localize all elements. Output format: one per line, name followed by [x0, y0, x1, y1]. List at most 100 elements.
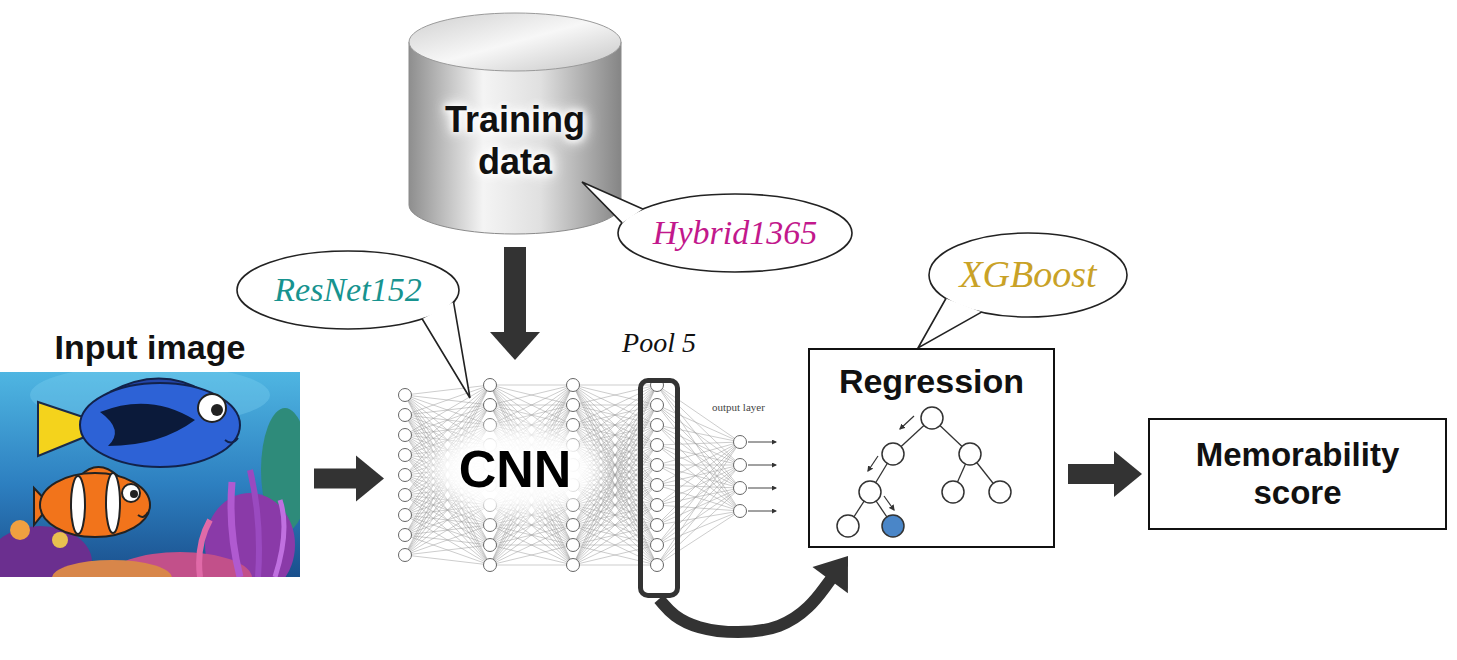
network-weight: [405, 385, 490, 395]
neuron: [651, 479, 664, 492]
network-weight: [573, 485, 657, 565]
network-graphic: [399, 379, 777, 572]
box-title: Memorability score: [1165, 436, 1430, 512]
dataset-name: Hybrid1365: [653, 213, 817, 252]
arrow-head: [812, 556, 848, 593]
network-weight: [405, 555, 490, 565]
tree-node: [837, 515, 859, 537]
network-weight: [657, 442, 740, 485]
neuron: [651, 499, 664, 512]
layer-caption: output layer: [710, 401, 767, 414]
network-weight: [657, 488, 740, 545]
input-photo-part: [52, 560, 172, 577]
network-weight: [573, 385, 657, 425]
neuron: [651, 519, 664, 532]
output-box: Memorability score: [1148, 418, 1447, 530]
network-weight: [405, 525, 490, 555]
tree-node: [959, 443, 981, 465]
neuron: [399, 509, 412, 522]
network-weight: [405, 545, 490, 555]
cylinder-top: [409, 13, 621, 71]
tree-node: [882, 515, 904, 537]
network-weight: [490, 525, 573, 565]
callout-tail: [422, 302, 470, 398]
neuron: [484, 559, 497, 572]
neuron: [567, 539, 580, 552]
layer-highlight: Pool 5: [638, 378, 680, 598]
input-photo-part: [122, 484, 140, 502]
callout-bubble: XGBoost: [928, 232, 1128, 318]
network-weight: [657, 465, 740, 488]
flow-arrow: [1068, 451, 1142, 497]
network-weight: [657, 405, 740, 488]
network-weight: [657, 425, 740, 465]
network-weight: [490, 565, 573, 566]
network-weight: [657, 442, 740, 445]
neuron: [567, 379, 580, 392]
network-weight: [573, 525, 657, 565]
network-weight: [657, 425, 740, 488]
neuron: [484, 519, 497, 532]
network-weight: [573, 385, 657, 445]
neuron: [399, 389, 412, 402]
output-arrow: [748, 442, 776, 443]
arrow-shaft: [314, 469, 358, 489]
flow-arrow: [659, 556, 848, 632]
neuron: [651, 399, 664, 412]
callout-bubble: ResNet152: [236, 250, 460, 330]
input-photo-part: [199, 520, 210, 577]
network-weight: [657, 385, 740, 465]
neuron: [399, 549, 412, 562]
network-weight: [657, 488, 740, 565]
network-weight: [490, 505, 573, 565]
tree-node: [859, 481, 881, 503]
input-photo-part: [40, 473, 150, 537]
network-weight: [657, 465, 740, 485]
network-weight: [573, 505, 657, 565]
flow-arrow: [314, 456, 384, 502]
input-photo-part: [10, 520, 30, 540]
network-weight: [657, 465, 740, 466]
cnn-label: CNN: [459, 440, 572, 500]
neuron: [399, 469, 412, 482]
network-weight: [657, 485, 740, 511]
database-label: Training data: [425, 99, 605, 182]
network-weight: [573, 545, 657, 565]
input-photo: [0, 372, 300, 577]
neuron: [567, 519, 580, 532]
neuron: [734, 459, 747, 472]
tree-node: [921, 407, 943, 429]
network-weight: [490, 385, 573, 425]
neuron: [399, 409, 412, 422]
output-arrow: [748, 465, 776, 466]
neuron: [399, 449, 412, 462]
network-weight: [657, 425, 740, 511]
arrow-head: [490, 332, 540, 360]
neuron: [651, 419, 664, 432]
network-weight: [657, 442, 740, 525]
network-weight: [657, 485, 740, 488]
network-weight: [490, 545, 573, 565]
input-photo-part: [71, 476, 85, 534]
arrow-head: [356, 456, 384, 502]
network-weight: [490, 385, 573, 405]
input-photo-part: [275, 500, 284, 577]
flow-arrow: [490, 247, 540, 360]
image-heading: Input image: [55, 328, 246, 367]
neuron: [567, 559, 580, 572]
arrow-head: [1114, 451, 1142, 497]
network-weight: [490, 385, 573, 405]
input-photo-part: [225, 438, 238, 443]
tree-node: [882, 443, 904, 465]
network-weight: [657, 511, 740, 565]
network-weight: [657, 465, 740, 545]
network-weight: [657, 465, 740, 565]
network-weight: [405, 505, 490, 555]
bubble-ellipse: [237, 251, 459, 329]
output-arrow: [748, 511, 776, 512]
arrow-shaft: [659, 579, 831, 633]
network-weight: [573, 385, 657, 405]
input-photo-part: [130, 490, 138, 498]
network-weight: [573, 385, 657, 405]
